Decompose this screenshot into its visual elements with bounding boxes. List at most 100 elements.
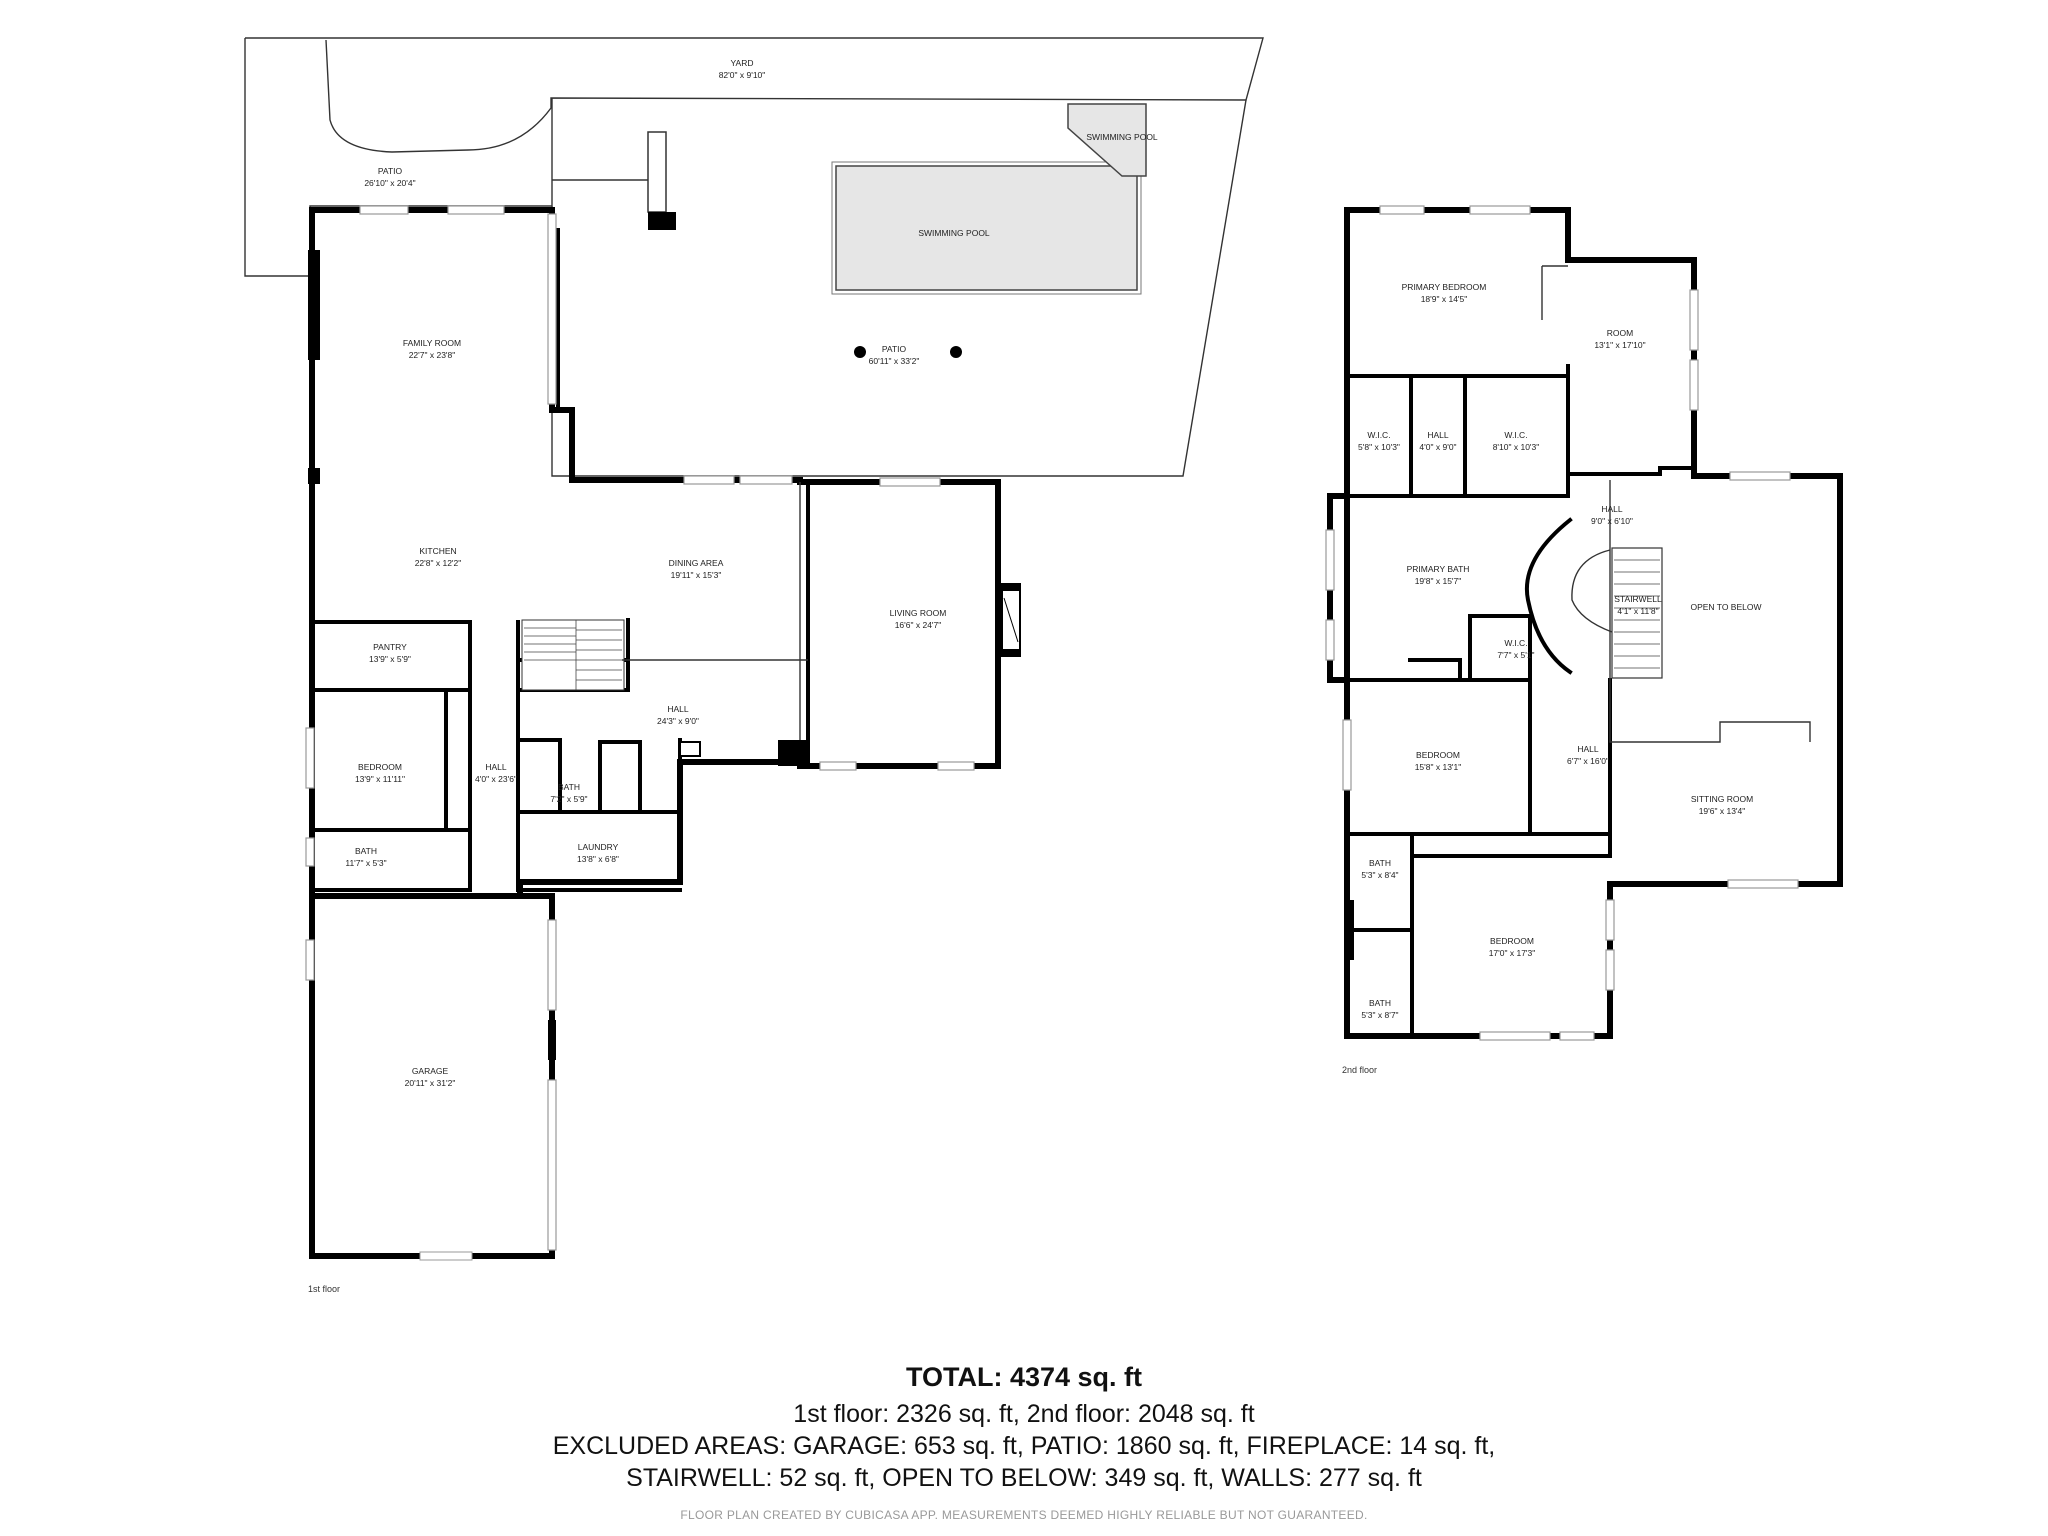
total-area: TOTAL: 4374 sq. ft xyxy=(905,1362,1143,1392)
room-name: SWIMMING POOL xyxy=(918,228,990,238)
first-floor-windows xyxy=(305,205,975,1251)
room-label: HALL 24'3" x 9'0" xyxy=(657,704,699,726)
credit-note: FLOOR PLAN CREATED BY CUBICASA APP. MEAS… xyxy=(680,1508,1368,1522)
chimney xyxy=(647,131,667,213)
room-name: BEDROOM xyxy=(1490,936,1534,946)
room-dimensions: 26'10" x 20'4" xyxy=(364,178,415,188)
room-dimensions: 5'8" x 10'3" xyxy=(1358,442,1400,452)
room-name: HALL xyxy=(1427,430,1449,440)
room-dimensions: 9'0" x 6'10" xyxy=(1591,516,1633,526)
room-label: BEDROOM 17'0" x 17'3" xyxy=(1489,936,1536,958)
room-dimensions: 11'7" x 5'3" xyxy=(345,858,386,868)
second-floor-windows xyxy=(1325,205,1799,1041)
room-name: HALL xyxy=(1577,744,1599,754)
garage-walls xyxy=(309,893,555,1259)
upper-patio-outline xyxy=(244,38,553,277)
room-label: BEDROOM 15'8" x 13'1" xyxy=(1415,750,1462,772)
room-dimensions: 13'1" x 17'10" xyxy=(1594,340,1645,350)
room-name: HALL xyxy=(667,704,689,714)
room-dimensions: 22'7" x 23'8" xyxy=(409,350,456,360)
stairwell-treads xyxy=(1614,559,1660,669)
room-name: ROOM xyxy=(1607,328,1633,338)
room-label: HALL 4'0" x 9'0" xyxy=(1419,430,1456,452)
room-name: STAIRWELL xyxy=(1614,594,1662,604)
room-label: STAIRWELL 4'1" x 11'8" xyxy=(1614,594,1662,616)
room-dimensions: 18'9" x 14'5" xyxy=(1421,294,1468,304)
room-name: W.I.C. xyxy=(1367,430,1390,440)
room-name: W.I.C. xyxy=(1504,430,1527,440)
room-label: FAMILY ROOM 22'7" x 23'8" xyxy=(403,338,461,360)
room-dimensions: 8'10" x 10'3" xyxy=(1493,442,1540,452)
excluded-areas-continued: STAIRWELL: 52 sq. ft, OPEN TO BELOW: 349… xyxy=(626,1464,1422,1492)
room-dimensions: 13'9" x 11'11" xyxy=(355,774,405,784)
room-label: DINING AREA 19'11" x 15'3" xyxy=(669,558,724,580)
yard-outline xyxy=(245,37,1264,153)
room-name: PATIO xyxy=(882,344,907,354)
room-name: BEDROOM xyxy=(358,762,402,772)
patio-post xyxy=(854,346,866,358)
room-name: PRIMARY BEDROOM xyxy=(1402,282,1487,292)
room-name: PANTRY xyxy=(373,642,407,652)
patio-post xyxy=(950,346,962,358)
room-name: YARD xyxy=(731,58,754,68)
room-name: BATH xyxy=(1369,858,1391,868)
room-dimensions: 19'6" x 13'4" xyxy=(1699,806,1746,816)
room-name: SITTING ROOM xyxy=(1691,794,1753,804)
room-name: LIVING ROOM xyxy=(890,608,947,618)
room-label: OPEN TO BELOW xyxy=(1690,602,1761,612)
room-dimensions: 82'0" x 9'10" xyxy=(719,70,766,80)
room-name: FAMILY ROOM xyxy=(403,338,461,348)
swimming-pool-spa xyxy=(1067,103,1147,177)
room-name: DINING AREA xyxy=(669,558,724,568)
room-label: HALL 6'7" x 16'0" xyxy=(1567,744,1609,766)
room-label: PANTRY 13'9" x 5'9" xyxy=(369,642,411,664)
room-dimensions: 60'11" x 33'2" xyxy=(869,356,920,366)
room-label: LAUNDRY 13'8" x 6'8" xyxy=(577,842,619,864)
room-dimensions: 19'11" x 15'3" xyxy=(671,570,722,580)
room-name: LAUNDRY xyxy=(578,842,619,852)
room-name: PRIMARY BATH xyxy=(1407,564,1470,574)
first-floor-exterior-walls xyxy=(309,207,1021,1259)
room-label: SITTING ROOM 19'6" x 13'4" xyxy=(1691,794,1753,816)
room-label: W.I.C. 8'10" x 10'3" xyxy=(1493,430,1540,452)
room-label: ROOM 13'1" x 17'10" xyxy=(1594,328,1645,350)
swimming-pool-main xyxy=(835,165,1138,291)
room-name: BEDROOM xyxy=(1416,750,1460,760)
second-floor-label: 2nd floor xyxy=(1342,1065,1377,1075)
room-dimensions: 4'0" x 23'6" xyxy=(475,774,517,784)
room-label: SWIMMING POOL xyxy=(1086,132,1158,142)
room-dimensions: 5'3" x 8'4" xyxy=(1361,870,1398,880)
first-floor-plan xyxy=(244,37,1264,1261)
room-dimensions: 6'7" x 16'0" xyxy=(1567,756,1609,766)
room-label: BATH 5'3" x 8'4" xyxy=(1361,858,1398,880)
room-dimensions: 13'8" x 6'8" xyxy=(577,854,619,864)
room-label: SWIMMING POOL xyxy=(918,228,990,238)
room-dimensions: 7'2" x 5'9" xyxy=(550,794,587,804)
room-dimensions: 16'6" x 24'7" xyxy=(895,620,942,630)
stair-treads xyxy=(524,620,622,690)
room-dimensions: 5'3" x 8'7" xyxy=(1361,1010,1398,1020)
room-name: OPEN TO BELOW xyxy=(1690,602,1761,612)
room-name: HALL xyxy=(485,762,507,772)
first-floor-label: 1st floor xyxy=(308,1284,340,1294)
open-to-below-outline xyxy=(1609,480,1811,743)
room-dimensions: 4'0" x 9'0" xyxy=(1419,442,1456,452)
room-dimensions: 17'0" x 17'3" xyxy=(1489,948,1536,958)
room-dimensions: 22'8" x 12'2" xyxy=(415,558,462,568)
second-floor-plan xyxy=(1325,205,1843,1041)
room-dimensions: 4'1" x 11'8" xyxy=(1617,606,1658,616)
room-name: W.I.C. xyxy=(1504,638,1527,648)
curved-stair-wall xyxy=(1525,517,1573,675)
room-label: LIVING ROOM 16'6" x 24'7" xyxy=(890,608,947,630)
room-dimensions: 15'8" x 13'1" xyxy=(1415,762,1462,772)
room-dimensions: 24'3" x 9'0" xyxy=(657,716,699,726)
room-dimensions: 13'9" x 5'9" xyxy=(369,654,411,664)
room-label: W.I.C.7'7" x 5'1" xyxy=(1497,638,1534,660)
stairs-first-floor xyxy=(521,619,625,691)
